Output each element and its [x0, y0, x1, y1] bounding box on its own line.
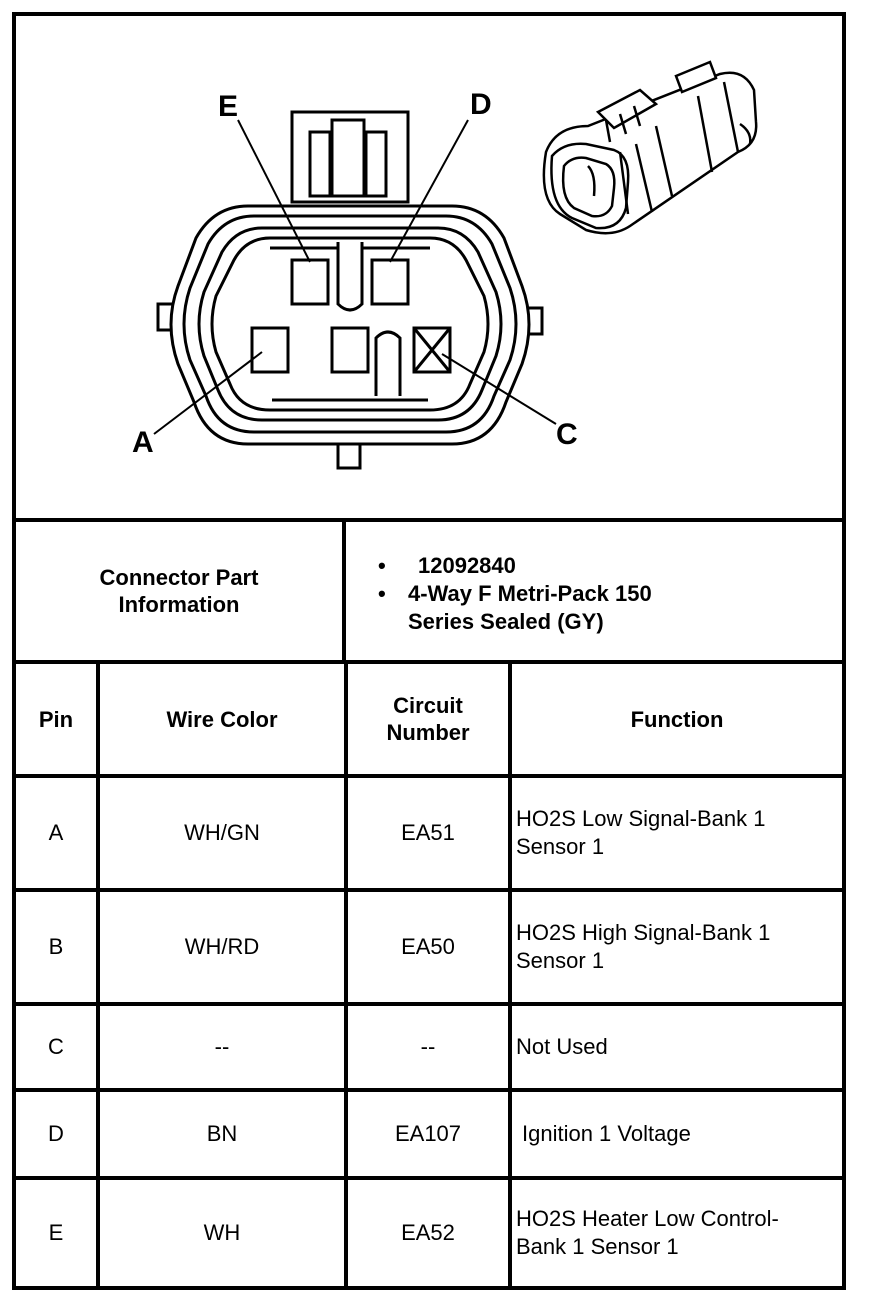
table-row: D BN EA107 Ignition 1 Voltage: [16, 1088, 842, 1180]
pin-cell: B: [16, 888, 100, 1006]
function-cell: HO2S High Signal-Bank 1 Sensor 1: [508, 888, 842, 1006]
bottom-tab: [336, 442, 362, 470]
pin-cell: A: [16, 774, 100, 892]
connector-face-diagram: E D A C: [16, 16, 842, 522]
cavity-c-plugged: [412, 326, 452, 374]
function-text: HO2S High Signal-Bank 1 Sensor 1: [516, 920, 771, 973]
connector-type: 4-Way F Metri-Pack 150 Series Sealed (GY…: [408, 581, 652, 634]
header-function: Function: [508, 664, 842, 778]
wire-color-cell: WH/RD: [96, 888, 348, 1006]
leader-lines: [153, 119, 557, 435]
lower-key: [374, 330, 402, 396]
circuit-cell: EA107: [344, 1088, 512, 1180]
function-text: HO2S Low Signal-Bank 1 Sensor 1: [516, 806, 766, 859]
connector-part-info-text: Connector Part Information: [99, 565, 259, 617]
pinout-table: Pin Wire Color Circuit Number Function A…: [16, 664, 842, 1286]
pinout-header-row: Pin Wire Color Circuit Number Function: [16, 664, 842, 778]
pin-label-a: A: [132, 426, 154, 459]
connector-latch: [290, 110, 410, 204]
table-row: C -- -- Not Used: [16, 1002, 842, 1092]
connector-part-info-row: Connector Part Information 12092840 4-Wa…: [16, 522, 842, 664]
table-row: A WH/GN EA51 HO2S Low Signal-Bank 1 Sens…: [16, 774, 842, 892]
cavity-d: [370, 258, 410, 306]
header-wire-color: Wire Color: [96, 664, 348, 778]
part-number-item: 12092840: [378, 552, 708, 580]
cavity-a: [250, 326, 290, 374]
circuit-cell: EA51: [344, 774, 512, 892]
circuit-cell: EA50: [344, 888, 512, 1006]
circuit-cell: --: [344, 1002, 512, 1092]
connector-isometric-view: [542, 60, 758, 235]
wire-color-cell: WH/GN: [96, 774, 348, 892]
wire-color-cell: WH: [96, 1176, 348, 1286]
wire-color-cell: --: [96, 1002, 348, 1092]
cavity-e: [290, 258, 330, 306]
connector-part-info-list: 12092840 4-Way F Metri-Pack 150 Series S…: [378, 552, 708, 636]
connector-end-view-sheet: E D A C: [12, 12, 846, 1290]
connector-body: [169, 204, 531, 446]
wire-color-cell: BN: [96, 1088, 348, 1180]
upper-key: [336, 242, 364, 312]
function-cell: HO2S Heater Low Control-Bank 1 Sensor 1: [508, 1176, 842, 1286]
circuit-cell: EA52: [344, 1176, 512, 1286]
pin-label-d: D: [470, 88, 492, 121]
connector-type-item: 4-Way F Metri-Pack 150 Series Sealed (GY…: [378, 580, 708, 636]
connector-part-info-label: Connector Part Information: [16, 522, 346, 660]
connector-part-info-values: 12092840 4-Way F Metri-Pack 150 Series S…: [346, 522, 842, 660]
header-pin: Pin: [16, 664, 100, 778]
function-text: Not Used: [516, 1034, 608, 1059]
function-cell: Ignition 1 Voltage: [508, 1088, 842, 1180]
table-row: B WH/RD EA50 HO2S High Signal-Bank 1 Sen…: [16, 888, 842, 1006]
pin-cell: E: [16, 1176, 100, 1286]
function-cell: HO2S Low Signal-Bank 1 Sensor 1: [508, 774, 842, 892]
pin-label-e: E: [218, 90, 238, 123]
function-text: HO2S Heater Low Control-Bank 1 Sensor 1: [516, 1206, 779, 1259]
part-number: 12092840: [418, 553, 516, 578]
pin-cell: C: [16, 1002, 100, 1092]
header-circuit-number: Circuit Number: [344, 664, 512, 778]
function-cell: Not Used: [508, 1002, 842, 1092]
cavity-b: [330, 326, 370, 374]
connector-drawing: E D A C: [132, 60, 758, 470]
table-row: E WH EA52 HO2S Heater Low Control-Bank 1…: [16, 1176, 842, 1286]
function-text: Ignition 1 Voltage: [522, 1121, 691, 1146]
pin-cell: D: [16, 1088, 100, 1180]
header-circuit-number-text: Circuit Number: [386, 693, 470, 745]
pin-label-c: C: [556, 418, 578, 451]
